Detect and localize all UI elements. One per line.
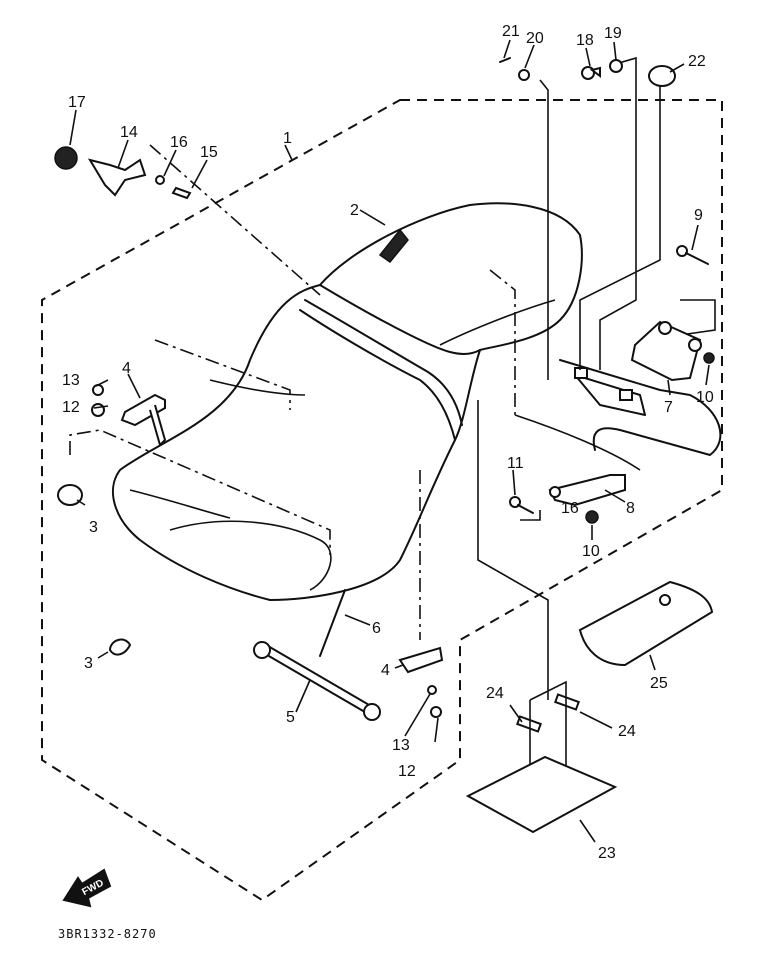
part-21-pin [499, 57, 511, 63]
part-6-rod [319, 589, 346, 657]
part-label-18: 18 [576, 32, 594, 49]
label-leaders [69, 39, 710, 843]
part-label-20: 20 [526, 30, 544, 47]
part-label-12a: 12 [62, 399, 80, 416]
part-label-11: 11 [507, 455, 524, 472]
part-label-7: 7 [664, 399, 673, 416]
forward-direction-icon: FWD [62, 868, 112, 908]
part-label-22: 22 [688, 53, 706, 70]
part-label-14: 14 [120, 124, 138, 141]
part-9-bolt [676, 245, 709, 265]
part-label-5: 5 [286, 709, 295, 726]
part-label-16: 16 [170, 134, 188, 151]
part-label-24a: 24 [486, 685, 504, 702]
catalog-code: 3BR1332-8270 [58, 927, 157, 941]
part-16-washer [155, 175, 165, 185]
part-20-washer [518, 69, 530, 81]
part-label-3a: 3 [89, 519, 98, 536]
assembly-boundary [41, 99, 723, 902]
part-labels: 17 14 16 15 1 2 21 20 18 19 22 9 10 7 8 … [62, 23, 714, 862]
part-10b-nut [585, 510, 599, 524]
part-3a-grommet [57, 484, 83, 506]
part-label-2: 2 [350, 202, 359, 219]
part-label-1: 1 [283, 130, 292, 147]
part-label-17: 17 [68, 94, 86, 111]
part-label-25: 25 [650, 675, 668, 692]
part-17-knob [54, 146, 78, 170]
part-23-tray [465, 755, 618, 834]
part-label-12b: 12 [398, 763, 416, 780]
part-label-8: 8 [626, 500, 635, 517]
part-label-13a: 13 [62, 372, 80, 389]
part-label-16b: 16 [561, 500, 579, 517]
part-12b-screw [430, 706, 442, 718]
seat-base [514, 359, 722, 471]
part-4b-bracket [398, 646, 444, 674]
part-8-bracket [548, 474, 626, 507]
assembly-lines [69, 56, 716, 700]
part-label-3b: 3 [84, 655, 93, 672]
part-label-4b: 4 [381, 662, 390, 679]
part-11-bolt [509, 496, 534, 514]
part-25-cover [578, 580, 714, 667]
part-18-screw [581, 66, 601, 80]
part-label-10b: 10 [582, 543, 600, 560]
part-14-lock [87, 158, 147, 197]
part-10a-nut [703, 352, 715, 364]
part-5-shaft [253, 641, 381, 721]
part-15-bolt [171, 186, 192, 200]
part-4a-bracket [120, 393, 167, 447]
part-label-13b: 13 [392, 737, 410, 754]
part-label-6: 6 [372, 620, 381, 637]
part-label-23: 23 [598, 845, 616, 862]
part-label-24b: 24 [618, 723, 636, 740]
part-label-9: 9 [694, 207, 703, 224]
part-3b-grommet [108, 638, 132, 656]
part-19-nut [609, 59, 623, 73]
part-label-10a: 10 [696, 389, 714, 406]
part-label-19: 19 [604, 25, 622, 42]
part-13b-washer [427, 685, 437, 695]
part-label-15: 15 [200, 144, 218, 161]
part-2-hook [378, 228, 409, 264]
part-label-4a: 4 [122, 360, 131, 377]
part-22-cap [648, 65, 676, 87]
part-12a-screw [91, 403, 105, 417]
seat [111, 202, 583, 601]
part-13a-washer [92, 384, 104, 396]
part-7-hinge [630, 320, 702, 382]
part-label-21: 21 [502, 23, 520, 40]
